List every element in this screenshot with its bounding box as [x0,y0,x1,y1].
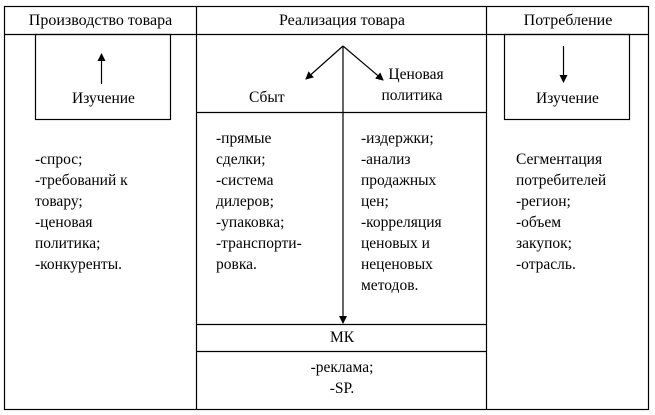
production-study-box [34,33,172,121]
production-study-label: Изучение [72,90,135,107]
production-item: -конкуренты. [35,256,122,273]
pricing-item: цен; [361,193,389,210]
sales-item: дилеров; [216,193,274,210]
production-item: -спрос; [35,151,83,168]
pricing-item: ценовых и [361,235,430,252]
sales-item: -система [216,172,274,189]
sales-item: сделки; [216,151,266,168]
production-item: -ценовая [35,214,93,231]
consumption-item: -регион; [516,193,571,210]
pricing-label-line-2: политика [381,87,443,104]
sales-item: -упаковка; [216,214,285,231]
pricing-item: продажных [361,172,437,189]
consumption-item: закупок; [516,235,572,252]
header-production: Производство товара [28,12,173,29]
production-item: -требований к [35,172,128,189]
mk-item-sp: -SP. [329,380,355,397]
consumption-item: потребителей [516,172,607,189]
production-item: товару; [35,193,83,210]
sales-item: ровка. [216,256,257,273]
pricing-item: методов. [361,277,419,294]
pricing-item: -корреляция [361,214,442,231]
sales-item: -транспорти- [216,235,302,252]
pricing-item: неценовых [361,256,433,273]
header-realization: Реализация товара [278,12,405,29]
mk-label: МК [329,329,355,346]
consumption-item: Сегментация [516,151,603,168]
consumption-study-label: Изучение [536,90,599,107]
arrow-to-sales [305,45,344,80]
consumption-item: -отрасль. [516,256,576,273]
consumption-study-box [503,33,631,121]
pricing-item: -издержки; [361,130,434,147]
sales-label: Сбыт [249,89,285,106]
mk-item-advertising: -реклама; [310,359,374,376]
outer-frame [3,5,650,411]
header-consumption: Потребление [523,12,613,29]
consumption-item: -объем [516,214,562,231]
pricing-item: -анализ [361,151,411,168]
arrow-to-pricing [342,45,384,81]
production-item: политика; [35,235,101,252]
pricing-label-line-1: Ценовая [388,66,444,83]
sales-item: -прямые [216,130,272,147]
